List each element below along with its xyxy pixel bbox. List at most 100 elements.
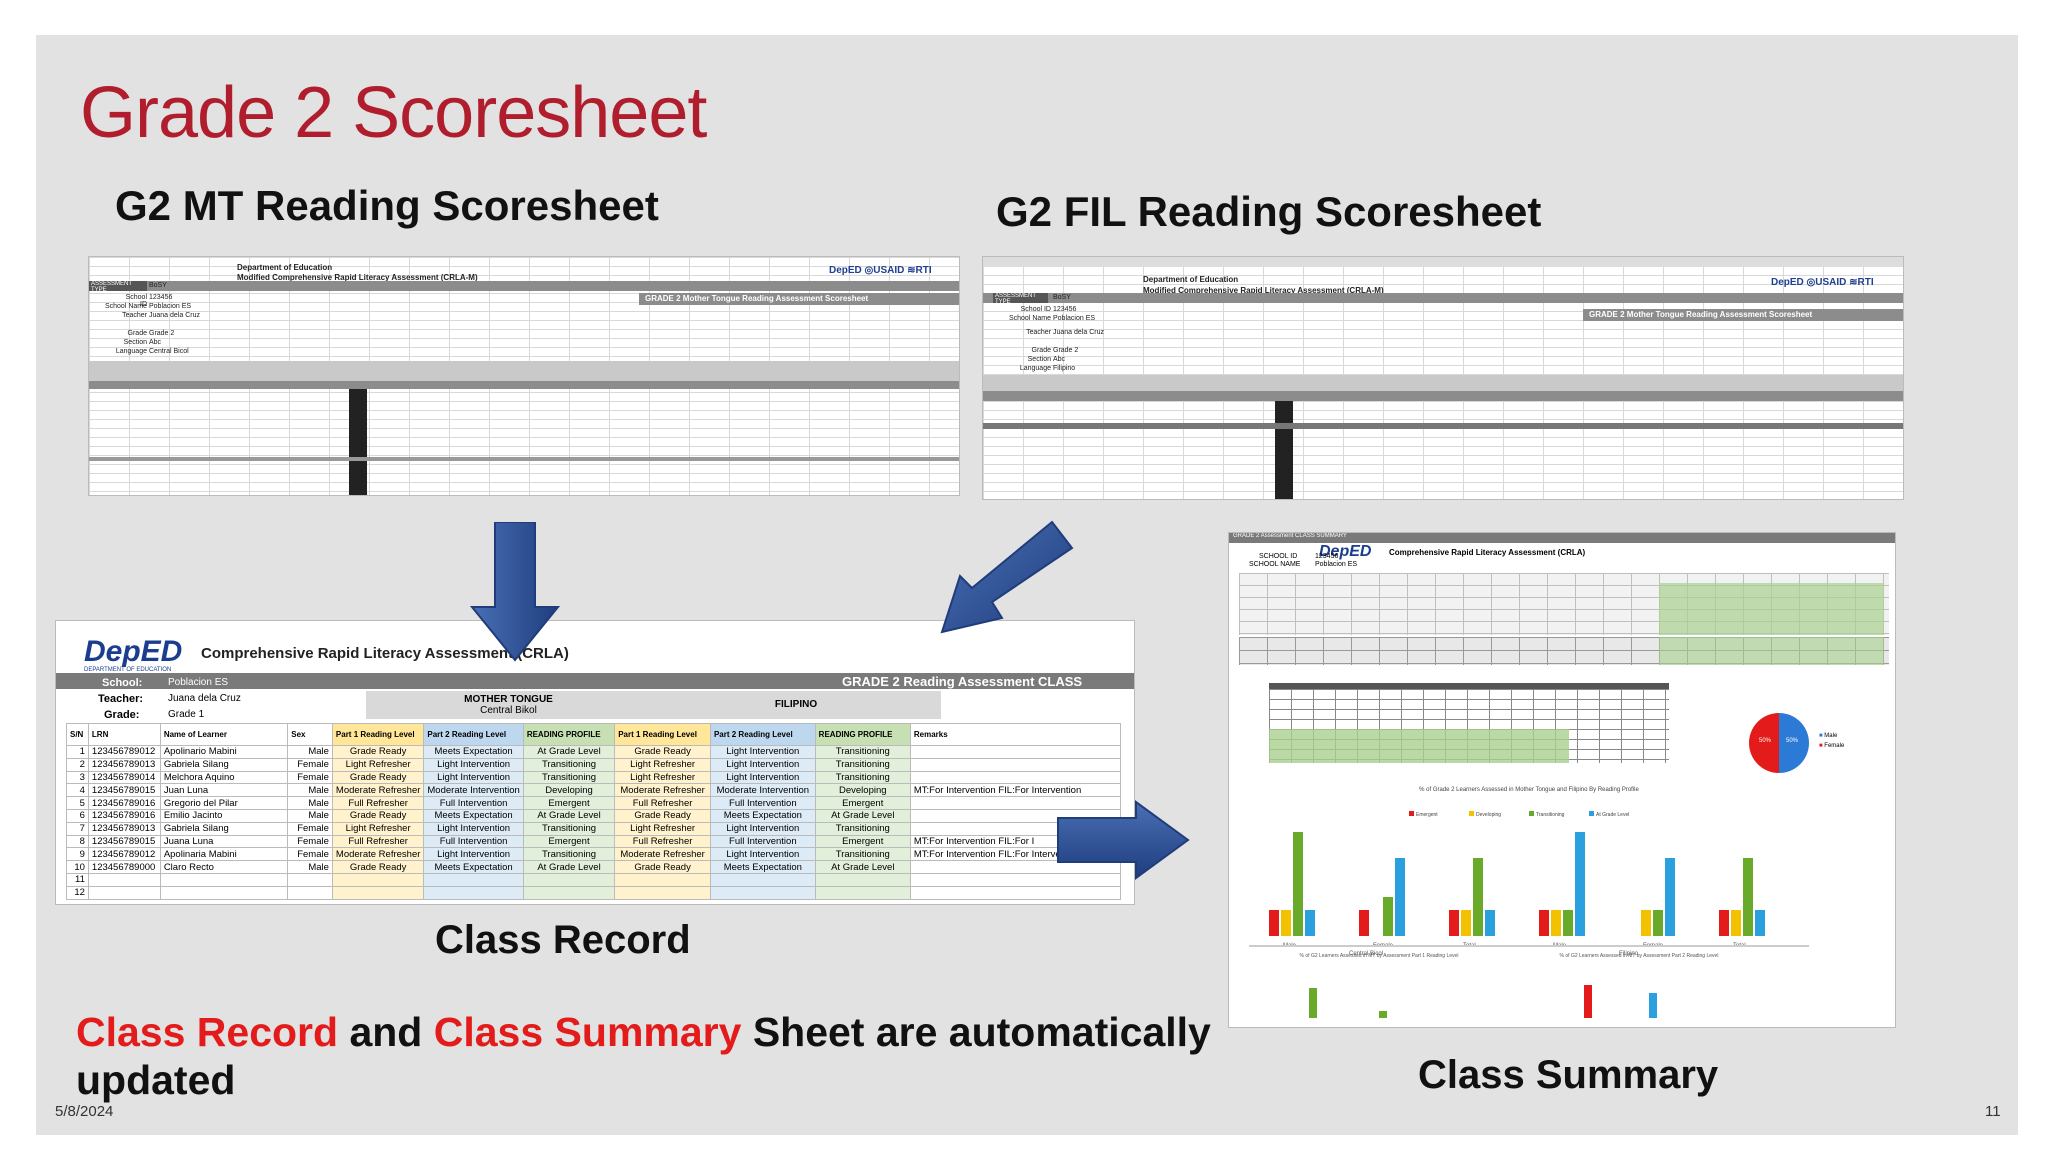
table-cell: Meets Expectation <box>423 808 524 823</box>
summary-bar <box>1281 910 1291 936</box>
table-cell: 123456789015 <box>87 834 161 849</box>
table-cell: Emilio Jacinto <box>159 808 289 823</box>
table-cell: Light Refresher <box>614 770 711 785</box>
summary-bar <box>1575 832 1585 936</box>
table-cell: Male <box>287 860 333 874</box>
table-cell: Developing <box>814 783 911 798</box>
table-cell: Male <box>287 745 333 759</box>
table-cell: Female <box>287 770 333 785</box>
class-record-column-header: Part 1 Reading Level <box>331 723 425 746</box>
class-summary: GRADE 2 Assessment CLASS SUMMARY DepED C… <box>1228 532 1896 1028</box>
class-record: DepED DEPARTMENT OF EDUCATION Comprehens… <box>55 620 1135 905</box>
table-cell: Gabriela Silang <box>159 757 289 772</box>
class-record-column-header: S/N <box>66 723 89 746</box>
bottom-statement: Class Record and Class Summary Sheet are… <box>76 1009 1211 1103</box>
slide-page-number: 11 <box>1985 1103 2001 1120</box>
table-cell: Moderate Intervention <box>423 783 524 798</box>
table-cell <box>909 770 1122 785</box>
table-cell: Full Intervention <box>423 796 524 810</box>
summary-bar <box>1653 910 1663 936</box>
summary-bar <box>1293 832 1303 936</box>
table-cell: 6 <box>66 808 89 823</box>
class-record-column-header: Part 2 Reading Level <box>423 723 524 746</box>
legend-swatch <box>1529 811 1534 816</box>
fil-banner: GRADE 2 Mother Tongue Reading Assessment… <box>1583 309 1903 321</box>
table-cell: Light Refresher <box>614 757 711 772</box>
table-cell <box>909 872 1122 887</box>
summary-bar <box>1539 910 1549 936</box>
table-cell: Light Intervention <box>423 821 524 836</box>
summary-school-name: Poblacion ES <box>1315 561 1358 568</box>
cr-school: Poblacion ES <box>168 677 229 688</box>
summary-bar <box>1269 910 1279 936</box>
table-cell: Grade Ready <box>614 745 711 759</box>
mt-banner: GRADE 2 Mother Tongue Reading Assessment… <box>639 293 959 305</box>
table-cell: Emergent <box>522 834 616 849</box>
table-cell <box>709 885 816 900</box>
table-cell: Emergent <box>522 796 616 810</box>
summary-bar <box>1449 910 1459 936</box>
class-record-logo: DepED <box>84 635 183 668</box>
summary-logo: DepED <box>1319 543 1372 560</box>
class-record-column-header: Sex <box>287 723 333 746</box>
table-cell: Female <box>287 821 333 836</box>
table-cell <box>331 872 425 887</box>
slide-title: Grade 2 Scoresheet <box>80 73 707 153</box>
legend-swatch <box>1409 811 1414 816</box>
table-cell: Meets Expectation <box>423 745 524 759</box>
legend-swatch <box>1469 811 1474 816</box>
cr-grade: Grade 1 <box>168 709 205 720</box>
table-cell: Full Refresher <box>614 796 711 810</box>
table-cell: Full Refresher <box>331 834 425 849</box>
summary-banner: GRADE 2 Assessment CLASS SUMMARY <box>1229 533 1895 543</box>
summary-bar <box>1359 910 1369 936</box>
table-cell: Meets Expectation <box>709 808 816 823</box>
table-cell: Gregorio del Pilar <box>159 796 289 810</box>
class-record-column-header: READING PROFILE <box>522 723 616 746</box>
table-cell: 3 <box>66 770 89 785</box>
summary-bar <box>1551 910 1561 936</box>
table-cell <box>423 885 524 900</box>
table-cell: Transitioning <box>522 847 616 862</box>
table-row: 11 <box>66 872 1122 887</box>
summary-bar <box>1563 910 1573 936</box>
table-cell: Full Intervention <box>709 796 816 810</box>
mt-assessment-type: BoSY <box>149 282 167 289</box>
table-cell: 123456789015 <box>87 783 161 798</box>
table-cell: 10 <box>66 860 89 874</box>
table-cell: Female <box>287 757 333 772</box>
cr-teacher: Juana dela Cruz <box>168 693 241 704</box>
chart2-title: % of G2 Learners Assessed in MT by Asses… <box>1299 953 1459 959</box>
table-cell <box>423 872 524 887</box>
table-cell: 123456789016 <box>87 808 161 823</box>
table-cell <box>814 872 911 887</box>
mt-section: Abc <box>149 339 162 346</box>
table-cell: 2 <box>66 757 89 772</box>
table-cell: Full Refresher <box>331 796 425 810</box>
mt-dept: Department of Education <box>237 263 333 272</box>
summary-bar <box>1461 910 1471 936</box>
summary-bar <box>1731 910 1741 936</box>
class-record-logo-sub: DEPARTMENT OF EDUCATION <box>84 667 172 673</box>
class-record-column-header: Remarks <box>909 723 1122 746</box>
table-cell: Female <box>287 847 333 862</box>
pie-legend-female: ■ Female <box>1819 743 1845 749</box>
table-cell: Apolinario Mabini <box>159 745 289 759</box>
diagonal-arrow-icon <box>940 520 1074 634</box>
summary-bar <box>1665 858 1675 936</box>
summary-bar <box>1641 910 1651 936</box>
legend-label: At Grade Level <box>1596 812 1629 818</box>
cr-mt-group: MOTHER TONGUE <box>464 694 553 705</box>
summary-bar <box>1719 910 1729 936</box>
fil-section: Abc <box>1053 356 1066 363</box>
table-cell <box>909 757 1122 772</box>
mt-grade: Grade 2 <box>149 330 175 337</box>
pie-legend-male: ■ Male <box>1819 733 1838 739</box>
class-record-caption: Class Record <box>435 918 691 962</box>
